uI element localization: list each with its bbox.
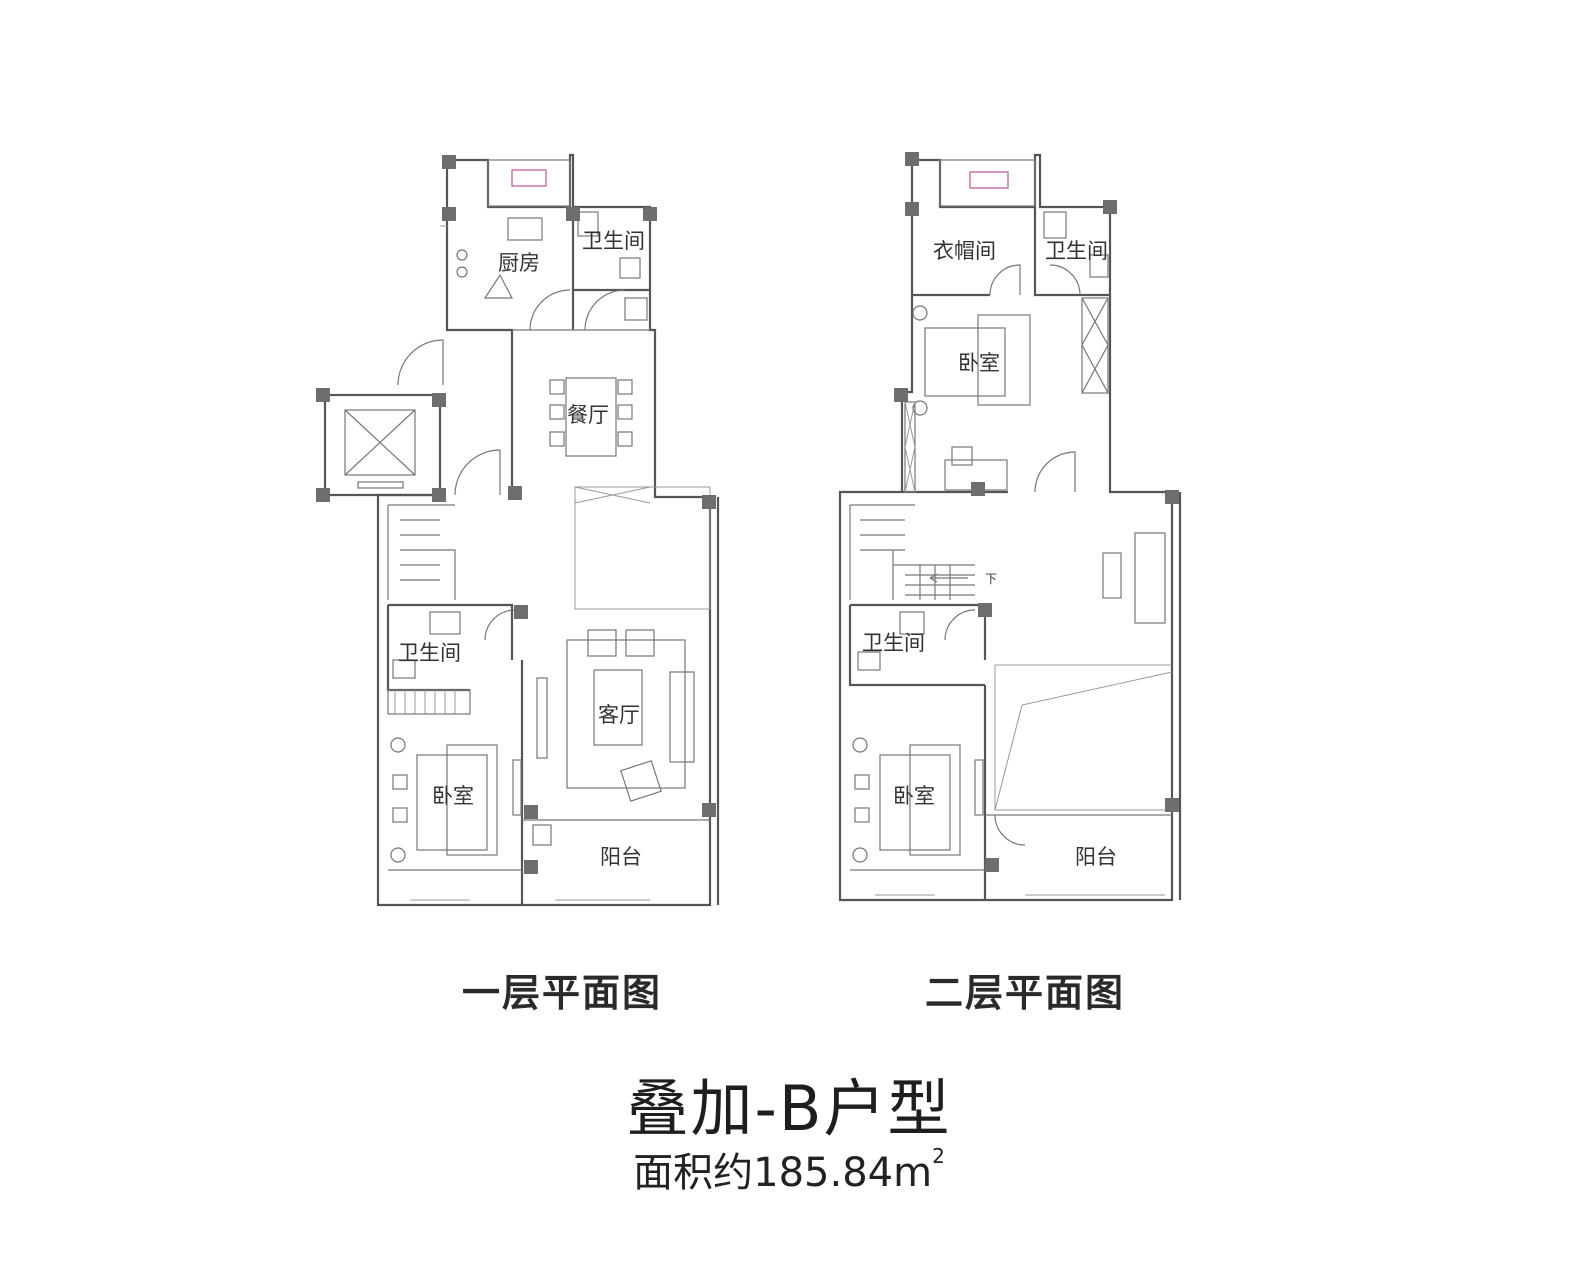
floor2-caption: 二层平面图 (925, 971, 1126, 1015)
unit-area-text: 面积约185.84m (633, 1150, 933, 1196)
f2-cloakroom-label: 衣帽间 (933, 239, 996, 263)
floor1-caption: 一层平面图 (462, 971, 663, 1015)
f1-bath-top-label: 卫生间 (582, 229, 645, 253)
f2-bath-lower-label: 卫生间 (862, 631, 925, 655)
f1-bedroom-label: 卧室 (432, 784, 474, 808)
floor1-plan: 厨房 卫生间 餐厅 客厅 卫生间 卧室 阳台 (316, 153, 720, 907)
f2-master-bedroom-label: 卧室 (958, 351, 1000, 375)
f2-stair-down-mark: 下 (985, 572, 997, 586)
floor2-plan: 下 衣帽间 卫生间 卧室 卫生间 (838, 152, 1182, 902)
f1-kitchen-label: 厨房 (498, 251, 540, 275)
unit-type-title: 叠加-B户型 (626, 1072, 952, 1145)
f1-dining-label: 餐厅 (567, 403, 609, 427)
floor-plan-drawing: 厨房 卫生间 餐厅 客厅 卫生间 卧室 阳台 下 (316, 152, 1182, 907)
f2-bath-top-label: 卫生间 (1045, 239, 1108, 263)
f2-bedroom-label: 卧室 (893, 784, 935, 808)
f1-living-label: 客厅 (598, 703, 640, 727)
f1-balcony-label: 阳台 (600, 845, 642, 869)
unit-area: 面积约185.84m2 (0, 1140, 1578, 1198)
f2-balcony-label: 阳台 (1075, 845, 1117, 869)
f1-bath-lower-label: 卫生间 (398, 641, 461, 665)
unit-area-superscript: 2 (932, 1144, 945, 1168)
